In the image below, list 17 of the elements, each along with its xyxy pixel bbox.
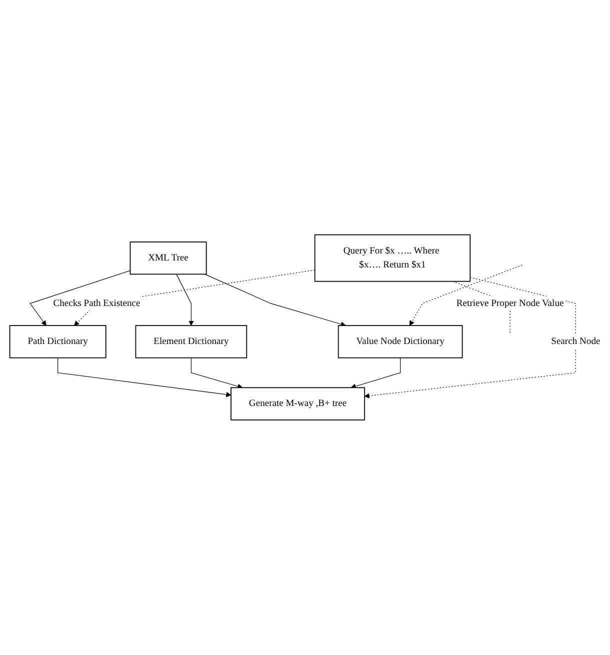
arrow — [58, 358, 232, 398]
arrow — [204, 274, 346, 327]
edge-label: Retrieve Proper Node Value — [456, 298, 564, 308]
arrow — [350, 358, 401, 389]
node-box: Value Node Dictionary — [338, 325, 463, 358]
arrow — [409, 264, 522, 326]
node-box: Path Dictionary — [9, 325, 106, 358]
edge-label: Search Node — [551, 336, 600, 347]
node-box: Element Dictionary — [135, 325, 248, 358]
node-box: Query For $x ….. Where $x…. Return $x1 — [314, 234, 471, 282]
arrow — [30, 270, 131, 326]
node-box: XML Tree — [130, 242, 207, 275]
arrow — [190, 358, 243, 389]
node-box: Generate M-way ,B+ tree — [230, 387, 366, 421]
arrow — [364, 277, 576, 399]
edge-label: Checks Path Existence — [53, 298, 140, 308]
arrow — [176, 274, 194, 326]
